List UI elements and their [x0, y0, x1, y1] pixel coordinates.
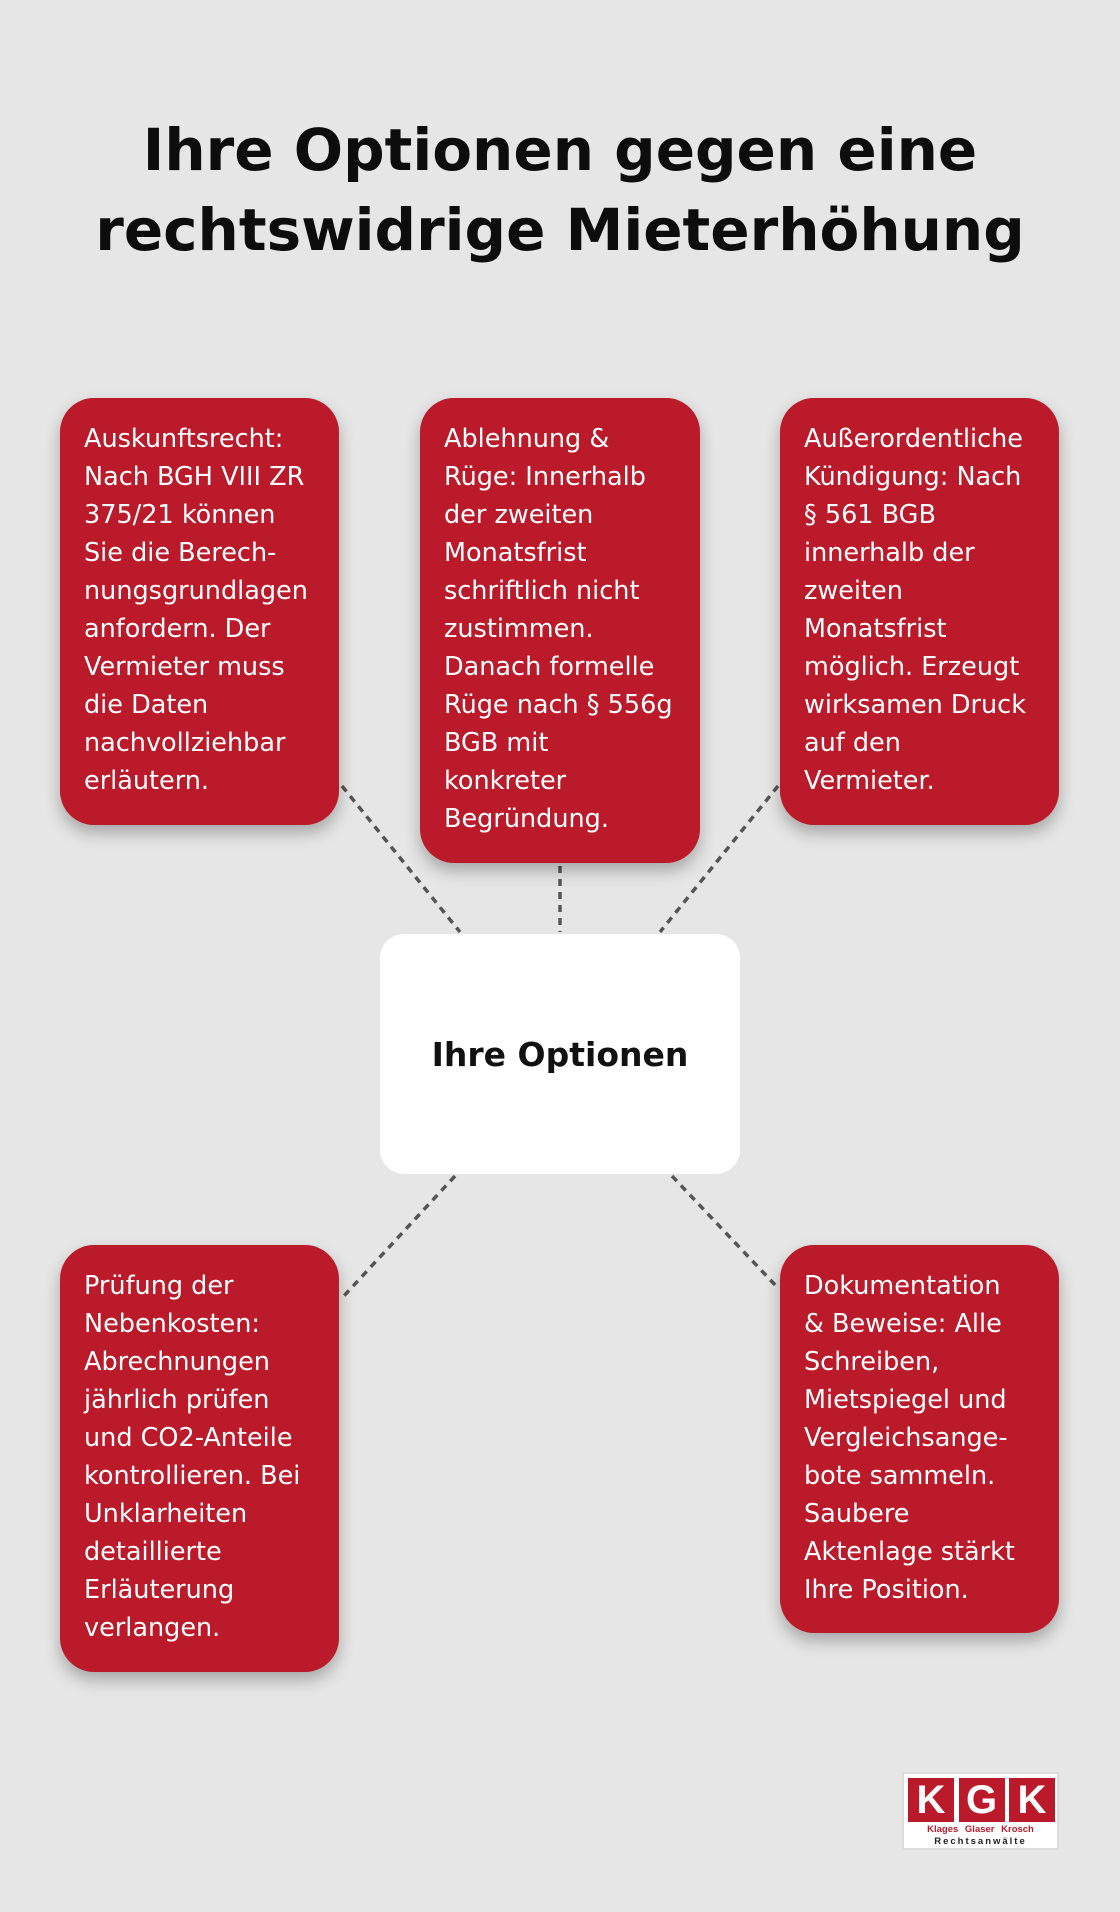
connector-line-1 [340, 784, 462, 934]
option-card-nebenkosten: Prüfung der Nebenkosten: Abrechnungen jä… [60, 1245, 339, 1672]
option-text: Ablehnung & Rüge: Innerhalb der zweiten … [444, 424, 673, 834]
page-title: Ihre Optionen gegen eine rechtswidrige M… [0, 110, 1120, 270]
logo-letter-k2: K [1009, 1778, 1055, 1822]
center-node: Ihre Optionen [380, 934, 740, 1174]
logo-subtitle: Rechtsanwälte [934, 1836, 1027, 1847]
option-text: Prüfung der Nebenkosten: Abrechnungen jä… [84, 1271, 301, 1643]
option-text: Außerordentliche Kündigung: Nach § 561 B… [804, 424, 1026, 796]
logo-names: Klages Glaser Krosch [927, 1824, 1034, 1835]
connector-line-3 [658, 784, 780, 934]
option-card-kuendigung: Außerordentliche Kündigung: Nach § 561 B… [780, 398, 1059, 825]
title-line-1: Ihre Optionen gegen eine [142, 116, 978, 184]
option-card-ablehnung-ruege: Ablehnung & Rüge: Innerhalb der zweiten … [420, 398, 700, 863]
connector-line-4 [340, 1174, 457, 1300]
kgk-logo: K G K Klages Glaser Krosch Rechtsanwälte [902, 1772, 1059, 1850]
title-line-2: rechtswidrige Mieterhöhung [95, 196, 1025, 264]
logo-letter-g: G [958, 1778, 1005, 1822]
connector-line-5 [670, 1174, 780, 1290]
option-card-auskunftsrecht: Auskunftsrecht: Nach BGH VIII ZR 375/21 … [60, 398, 339, 825]
logo-letters: K G K [908, 1778, 1055, 1822]
center-label: Ihre Optionen [431, 1034, 689, 1074]
option-text: Auskunftsrecht: Nach BGH VIII ZR 375/21 … [84, 424, 308, 796]
logo-letter-k1: K [908, 1778, 954, 1822]
option-card-dokumentation: Dokumentation & Beweise: Alle Schreiben,… [780, 1245, 1059, 1633]
option-text: Dokumentation & Beweise: Alle Schreiben,… [804, 1271, 1015, 1605]
